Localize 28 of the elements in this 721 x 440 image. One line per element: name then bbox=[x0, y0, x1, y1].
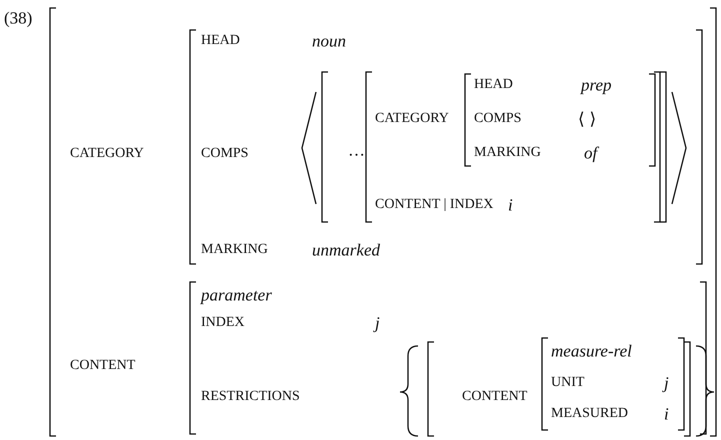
feature-label: CATEGORY bbox=[375, 112, 449, 126]
value-label: prep bbox=[581, 76, 612, 94]
value-label: of bbox=[584, 144, 598, 162]
feature-label: HEAD bbox=[201, 34, 240, 48]
value-label: j bbox=[664, 374, 669, 392]
feature-label: COMPS bbox=[201, 147, 248, 161]
feature-label: CONTENT | INDEX bbox=[375, 198, 494, 212]
feature-label: INDEX bbox=[201, 316, 245, 330]
feature-label: MEASURED bbox=[551, 407, 628, 421]
feature-label: UNIT bbox=[551, 376, 584, 390]
value-label: parameter bbox=[201, 286, 272, 304]
value-label: j bbox=[375, 314, 380, 332]
feature-label: CONTENT bbox=[462, 390, 528, 404]
feature-label: CATEGORY bbox=[70, 147, 144, 161]
feature-label: CONTENT bbox=[70, 359, 136, 373]
value-label: i bbox=[664, 406, 669, 422]
value-label: noun bbox=[312, 32, 346, 50]
example-number: (38) bbox=[4, 10, 32, 26]
feature-label: HEAD bbox=[474, 78, 513, 92]
text-label: … bbox=[348, 142, 365, 158]
feature-label: MARKING bbox=[201, 243, 268, 257]
value-label: unmarked bbox=[312, 242, 380, 258]
value-label: measure-rel bbox=[551, 342, 632, 360]
feature-label: COMPS bbox=[474, 112, 522, 126]
feature-label: MARKING bbox=[474, 146, 541, 160]
value-label: i bbox=[508, 196, 513, 214]
text-label: ⟨ ⟩ bbox=[578, 110, 596, 128]
feature-label: RESTRICTIONS bbox=[201, 390, 300, 404]
